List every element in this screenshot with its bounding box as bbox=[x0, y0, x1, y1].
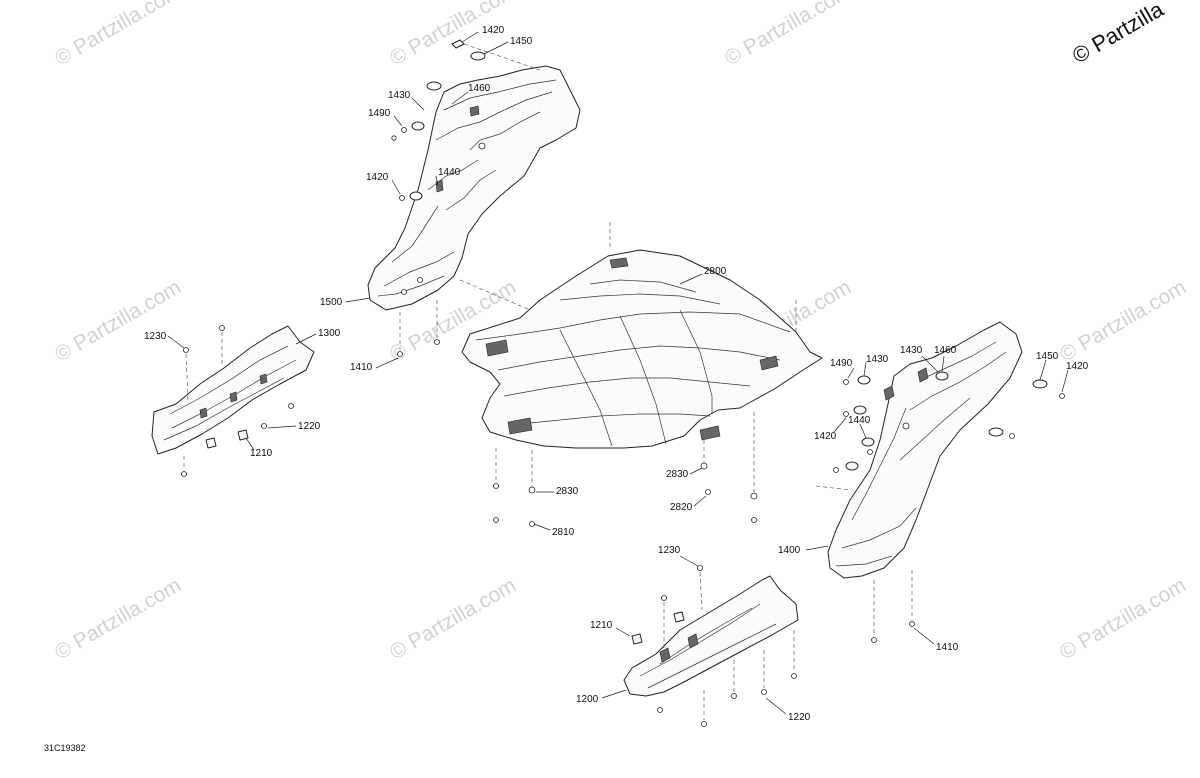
watermark-text: © Partzilla.com bbox=[51, 0, 185, 70]
callout-1430[interactable]: 1430 bbox=[866, 354, 889, 365]
callout-1440[interactable]: 1440 bbox=[438, 167, 461, 178]
callout-1460[interactable]: 1460 bbox=[934, 345, 957, 356]
right-pillar-fasteners bbox=[815, 371, 1065, 643]
center-floor-pan[interactable] bbox=[461, 222, 823, 527]
callout-2820[interactable]: 2820 bbox=[670, 502, 693, 513]
callout-1490[interactable]: 1490 bbox=[368, 108, 391, 119]
left-side-rocker-panel[interactable] bbox=[151, 325, 315, 477]
callout-1420[interactable]: 1420 bbox=[366, 172, 389, 183]
callout-1500[interactable]: 1500 bbox=[320, 297, 343, 308]
callout-1210[interactable]: 1210 bbox=[590, 620, 613, 631]
right-side-rocker-panel[interactable] bbox=[623, 565, 799, 727]
callout-1450[interactable]: 1450 bbox=[1036, 351, 1059, 362]
callout-1420[interactable]: 1420 bbox=[814, 431, 837, 442]
callout-1410[interactable]: 1410 bbox=[936, 642, 959, 653]
copyright-corner: © Partzilla bbox=[1068, 0, 1168, 68]
callout-1230[interactable]: 1230 bbox=[144, 331, 167, 342]
callout-1440[interactable]: 1440 bbox=[848, 415, 871, 426]
diagram-reference-code: 31C19382 bbox=[44, 743, 86, 753]
callout-1420[interactable]: 1420 bbox=[482, 25, 505, 36]
callout-1210[interactable]: 1210 bbox=[250, 448, 273, 459]
watermark-text: © Partzilla.com bbox=[1056, 276, 1190, 367]
callout-2830[interactable]: 2830 bbox=[556, 486, 579, 497]
callout-1490[interactable]: 1490 bbox=[830, 358, 853, 369]
callout-1430[interactable]: 1430 bbox=[900, 345, 923, 356]
callout-1420[interactable]: 1420 bbox=[1066, 361, 1089, 372]
callout-2800[interactable]: 2800 bbox=[704, 266, 727, 277]
upper-pillar-fasteners bbox=[391, 39, 541, 357]
callout-1300[interactable]: 1300 bbox=[318, 328, 341, 339]
right-rear-pillar-panel[interactable] bbox=[827, 321, 1023, 579]
leader-lines bbox=[167, 31, 1069, 715]
watermark-text: © Partzilla.com bbox=[721, 0, 855, 70]
watermark-text: © Partzilla.com bbox=[51, 276, 185, 367]
callout-1460[interactable]: 1460 bbox=[468, 83, 491, 94]
callout-1450[interactable]: 1450 bbox=[510, 36, 533, 47]
callout-1230[interactable]: 1230 bbox=[658, 545, 681, 556]
callout-1200[interactable]: 1200 bbox=[576, 694, 599, 705]
callout-labels: 1420 1450 1430 1460 1490 1420 1440 1500 … bbox=[144, 25, 1089, 723]
watermark-text: © Partzilla.com bbox=[51, 574, 185, 665]
callout-1220[interactable]: 1220 bbox=[788, 712, 811, 723]
callout-2830[interactable]: 2830 bbox=[666, 469, 689, 480]
callout-1220[interactable]: 1220 bbox=[298, 421, 321, 432]
callout-1430[interactable]: 1430 bbox=[388, 90, 411, 101]
left-rear-pillar-panel[interactable] bbox=[367, 65, 581, 311]
callout-2810[interactable]: 2810 bbox=[552, 527, 575, 538]
watermark-text: © Partzilla.com bbox=[386, 574, 520, 665]
callout-1410[interactable]: 1410 bbox=[350, 362, 373, 373]
watermark-text: © Partzilla.com bbox=[1056, 574, 1190, 665]
callout-1400[interactable]: 1400 bbox=[778, 545, 801, 556]
